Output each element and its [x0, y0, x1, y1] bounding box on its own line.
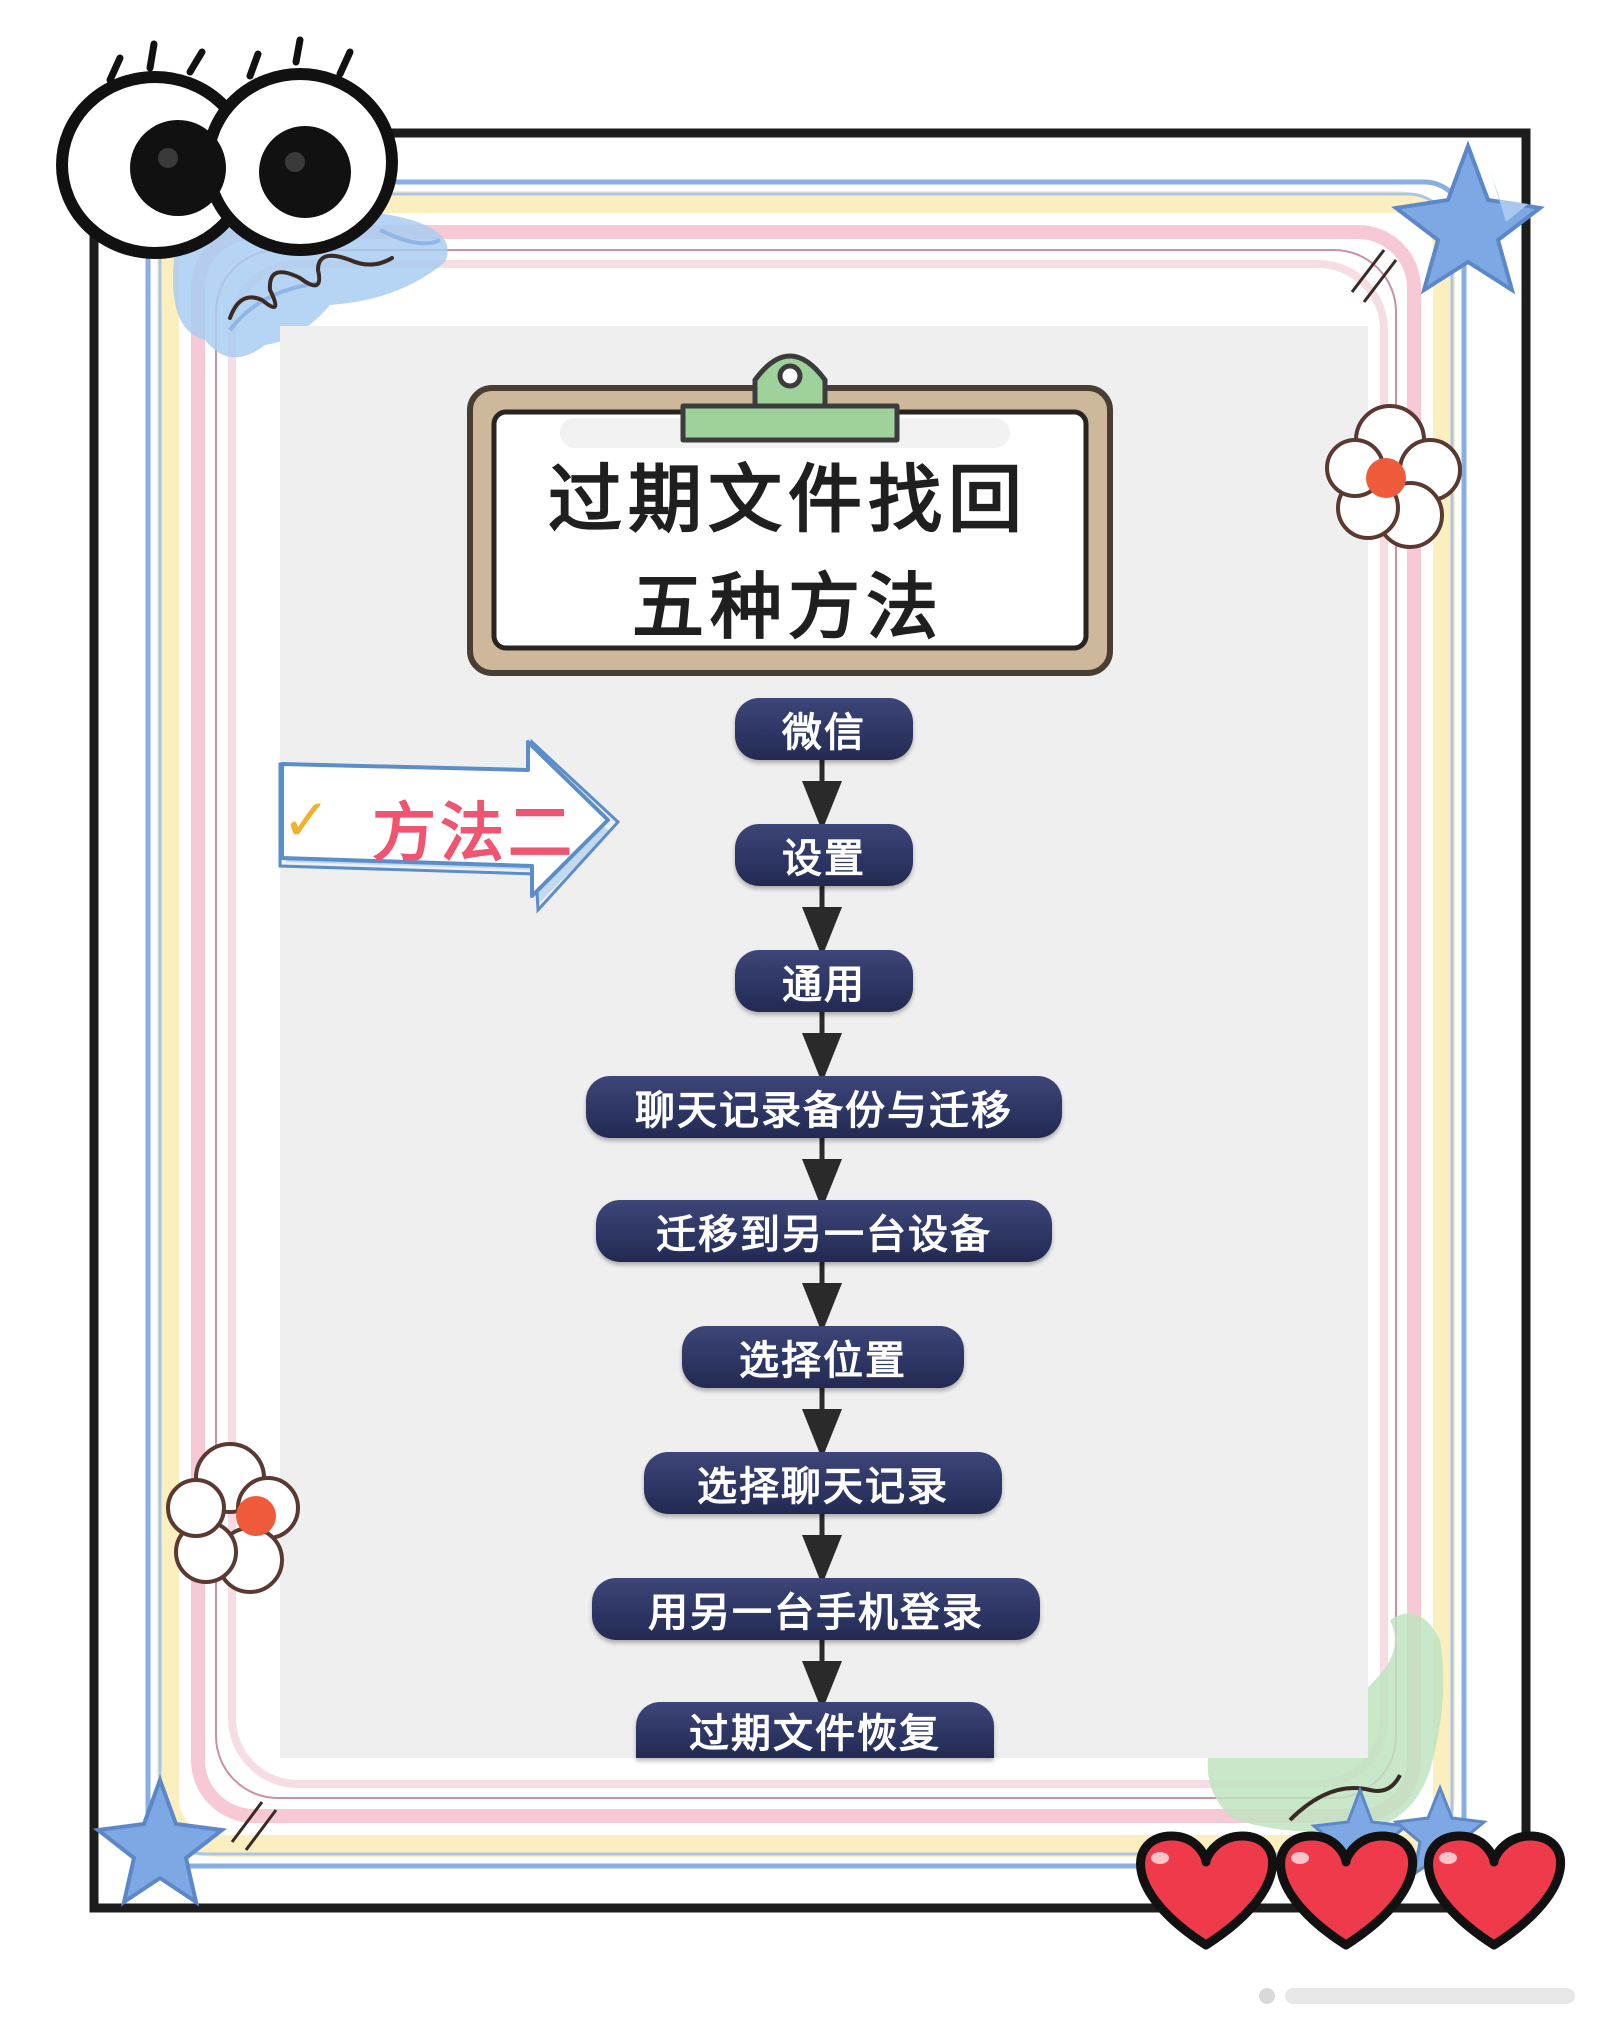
step-migrate-to-device: 迁移到另一台设备 — [596, 1200, 1052, 1262]
step-login-another-phone: 用另一台手机登录 — [592, 1578, 1040, 1640]
step-chat-backup-migration: 聊天记录备份与迁移 — [586, 1076, 1062, 1138]
step-select-location: 选择位置 — [682, 1326, 964, 1388]
step-wechat: 微信 — [735, 698, 913, 760]
step-general: 通用 — [735, 950, 913, 1012]
watermark-mark — [1255, 1982, 1595, 2010]
step-select-chat-records: 选择聊天记录 — [644, 1452, 1002, 1514]
step-settings: 设置 — [735, 824, 913, 886]
step-recover-expired-files: 过期文件恢复 — [636, 1702, 994, 1758]
